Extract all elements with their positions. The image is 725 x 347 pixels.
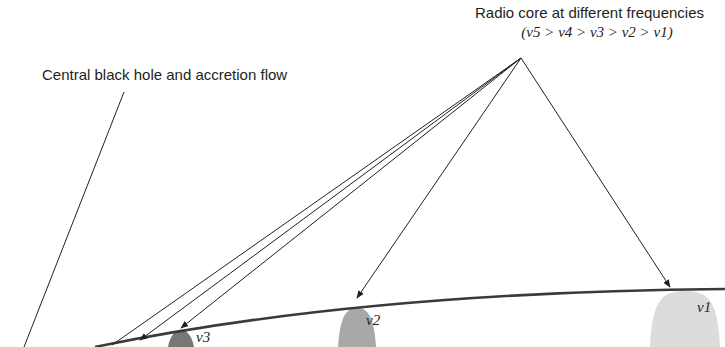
frequency-label: ν2 bbox=[366, 312, 380, 329]
title-label: Radio core at different frequencies bbox=[475, 4, 704, 21]
radio-core bbox=[650, 291, 720, 347]
frequency-label: ν3 bbox=[196, 329, 210, 346]
frequency-label: ν1 bbox=[697, 299, 711, 316]
jet-line bbox=[95, 289, 725, 347]
leader-line bbox=[112, 58, 521, 345]
black-hole-label: Central black hole and accretion flow bbox=[42, 66, 287, 83]
leader-line bbox=[521, 58, 670, 287]
leader-line bbox=[357, 58, 521, 298]
leader-line bbox=[181, 58, 521, 328]
frequency-order: (ν5 > ν4 > ν3 > ν2 > ν1) bbox=[521, 24, 672, 41]
leader-line bbox=[24, 92, 124, 347]
leader-line bbox=[140, 58, 521, 340]
